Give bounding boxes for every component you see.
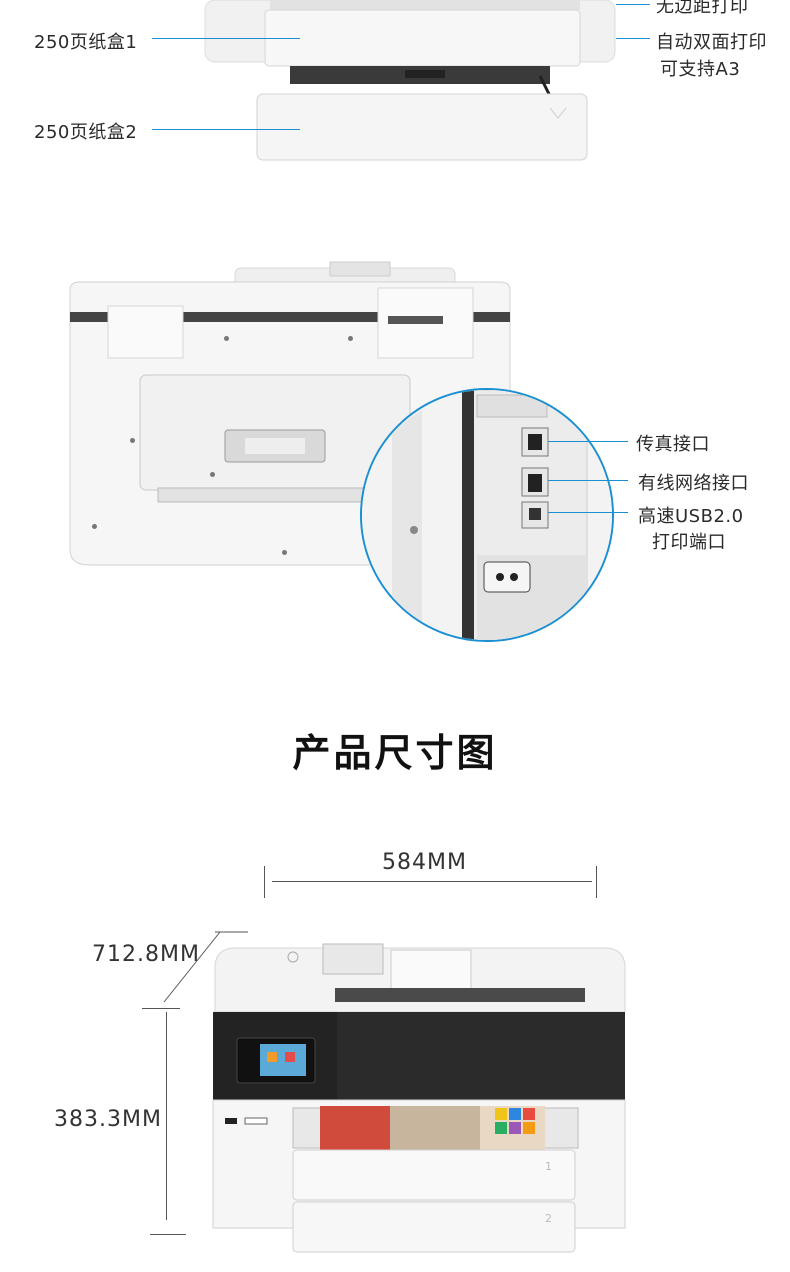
ethernet-port-icon [521,467,549,497]
ethernet-pointer [548,480,628,481]
a3-support-label: 可支持A3 [660,59,741,80]
power-socket-icon [483,561,531,593]
width-value: 584MM [382,850,467,875]
width-tick-left [264,866,265,898]
top-section: 250页纸盒1 250页纸盒2 无边距打印 自动双面打印 可支持A3 [0,0,790,180]
height-tick-bottom [150,1234,186,1235]
height-tick-top [142,1008,180,1009]
usb-port-sublabel: 打印端口 [652,532,726,553]
ports-closeup [362,390,612,640]
fax-port-icon [521,427,549,457]
svg-text:1: 1 [545,1160,552,1173]
ethernet-port-label: 有线网络接口 [638,473,749,494]
dimensions-title: 产品尺寸图 [292,731,498,775]
depth-value: 712.8MM [92,942,200,967]
tray-2-pointer [152,129,300,130]
screw [130,438,135,443]
rear-section: 传真接口 有线网络接口 高速USB2.0 打印端口 [0,250,790,650]
duplex-pointer [616,38,650,39]
auto-duplex-label: 自动双面打印 [656,32,767,53]
tray-1-pointer [152,38,300,39]
hp-logo-icon [287,951,299,963]
height-value: 383.3MM [54,1107,162,1132]
usb-port-icon [521,501,549,529]
screw [210,472,215,477]
usb-port-label: 高速USB2.0 [638,506,744,527]
screw [92,524,97,529]
width-tick-right [596,866,597,898]
screw [348,336,353,341]
usb-pointer [548,512,628,513]
borderless-pointer [616,4,650,5]
fax-pointer [548,441,628,442]
svg-text:2: 2 [545,1212,552,1225]
tray-1-label: 250页纸盒1 [34,32,138,53]
width-line [272,881,592,882]
fax-port-label: 传真接口 [636,434,710,455]
tray-2-label: 250页纸盒2 [34,122,138,143]
printer-front-illustration: 1 2 [212,943,626,1253]
height-line [166,1012,167,1220]
depth-line [163,931,248,1003]
rear-ports-zoom [360,388,614,642]
printer-trays-illustration [204,0,616,161]
screw [224,336,229,341]
borderless-print-label: 无边距打印 [656,0,749,17]
screw [282,550,287,555]
